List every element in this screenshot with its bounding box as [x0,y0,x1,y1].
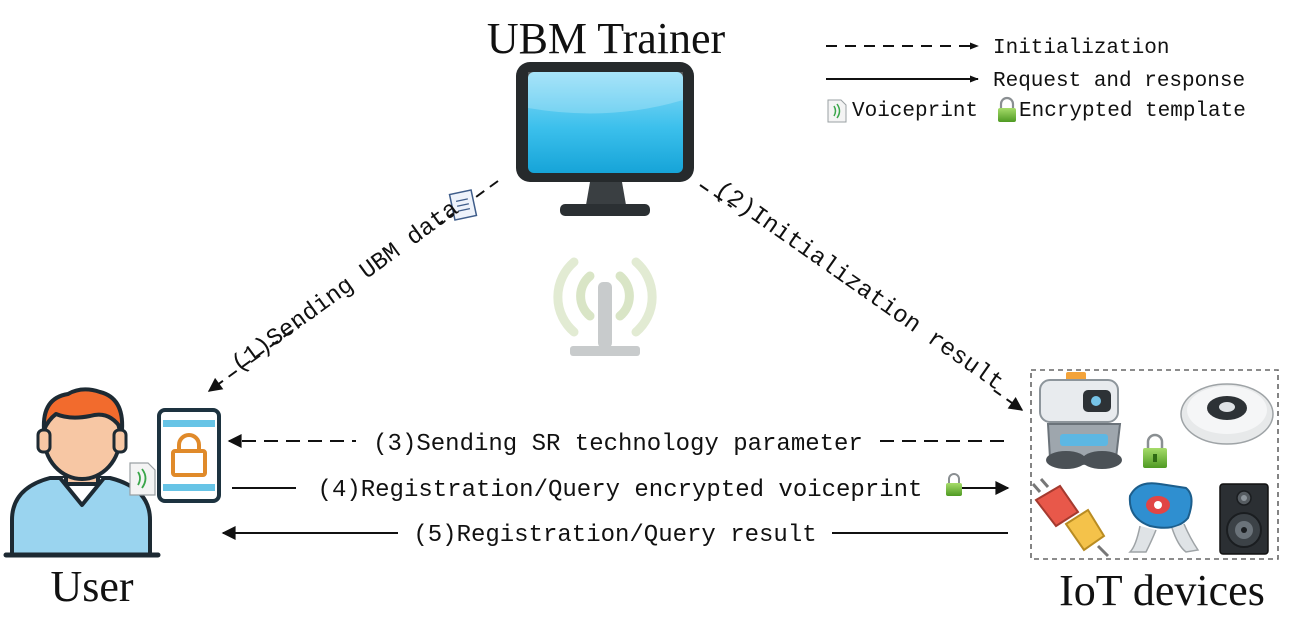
label-registration-query-result: (5)Registration/Query result [413,522,816,549]
label-sending-ubm-data: (1)Sending UBM data [227,196,464,379]
trainer-title: UBM Trainer [487,14,726,63]
label-sending-sr-parameter: (3)Sending SR technology parameter [373,431,863,458]
legend-encrypted-template: Encrypted template [1019,100,1246,123]
service-robot-icon [1039,372,1122,469]
encrypted-voiceprint-lock-icon [946,473,962,496]
label-mask-1 [272,183,446,332]
smartphone-lock-icon [157,408,221,503]
user-label: User [50,562,133,611]
speaker-icon [1219,483,1269,555]
label-mask-4 [296,474,946,502]
legend-request-response: Request and response [993,70,1245,93]
legend-initialization: Initialization [993,37,1169,60]
user-avatar-icon [3,387,161,558]
robot-vacuum-icon [1180,383,1274,445]
voiceprint-icon [827,99,847,123]
label-mask-5 [398,519,832,547]
user-voiceprint-icon [129,462,156,496]
ubm-data-document-icon [448,189,478,221]
legend-voiceprint: Voiceprint [852,100,978,123]
label-mask-2 [728,186,1008,395]
lock-icon [998,96,1016,122]
wireless-antenna-icon [553,257,657,356]
iot-lock-icon [1143,433,1167,468]
smart-robot-toy-icon [1128,482,1200,553]
iot-devices-label: IoT devices [1059,566,1265,615]
monitor-icon [516,62,694,216]
label-initialization-result: (2)Initialization result [709,177,1008,397]
label-registration-query-voiceprint: (4)Registration/Query encrypted voicepri… [318,477,923,504]
iot-devices-box [1030,369,1279,560]
smart-plug-icon [1031,478,1110,558]
label-mask-3 [356,428,880,456]
legend: Initialization Request and response Voic… [826,37,1246,123]
